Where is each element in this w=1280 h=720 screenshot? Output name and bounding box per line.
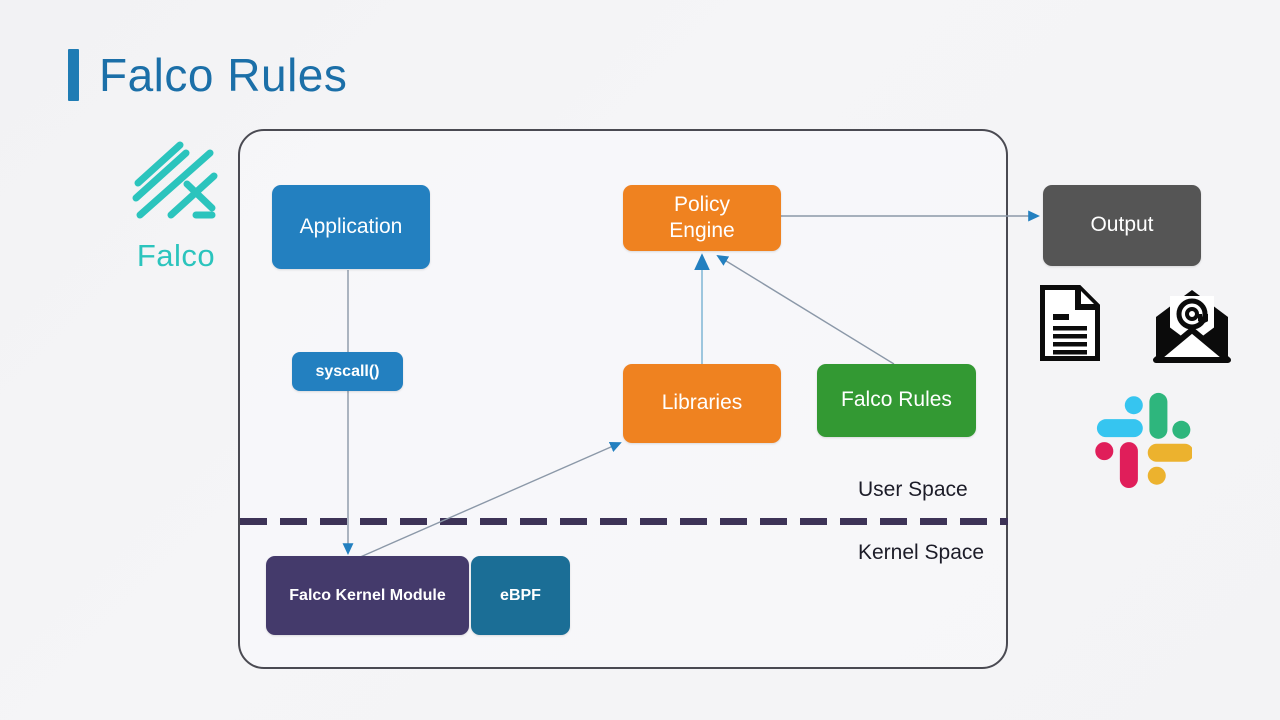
falco-brand-name: Falco	[136, 238, 216, 273]
node-syscall[interactable]: syscall()	[292, 352, 403, 391]
label-kernel-space: Kernel Space	[858, 541, 985, 564]
node-libraries[interactable]: Libraries	[623, 364, 781, 443]
node-application[interactable]: Application	[272, 185, 430, 269]
email-envelope-icon[interactable]	[1153, 283, 1231, 363]
node-falco-kernel-module[interactable]: Falco Kernel Module	[266, 556, 469, 635]
slack-logo-icon[interactable]	[1092, 388, 1192, 488]
node-falco-rules[interactable]: Falco Rules	[817, 364, 976, 437]
node-output[interactable]: Output	[1043, 185, 1201, 266]
label-user-space: User Space	[858, 478, 968, 501]
falco-brand-logo: Falco	[124, 136, 228, 274]
node-policy-engine-line2: Engine	[669, 219, 735, 242]
title-accent-bar	[68, 49, 79, 101]
page-title: Falco Rules	[68, 48, 347, 102]
falco-bird-logo-icon	[132, 141, 218, 219]
node-policy-engine-line1: Policy	[673, 192, 730, 216]
node-ebpf[interactable]: eBPF	[471, 556, 570, 635]
node-policy-engine[interactable]: Policy Engine	[623, 185, 781, 251]
title-text: Falco Rules	[99, 49, 348, 101]
document-file-icon[interactable]	[1040, 285, 1100, 361]
kernel-space-divider	[240, 518, 1008, 525]
